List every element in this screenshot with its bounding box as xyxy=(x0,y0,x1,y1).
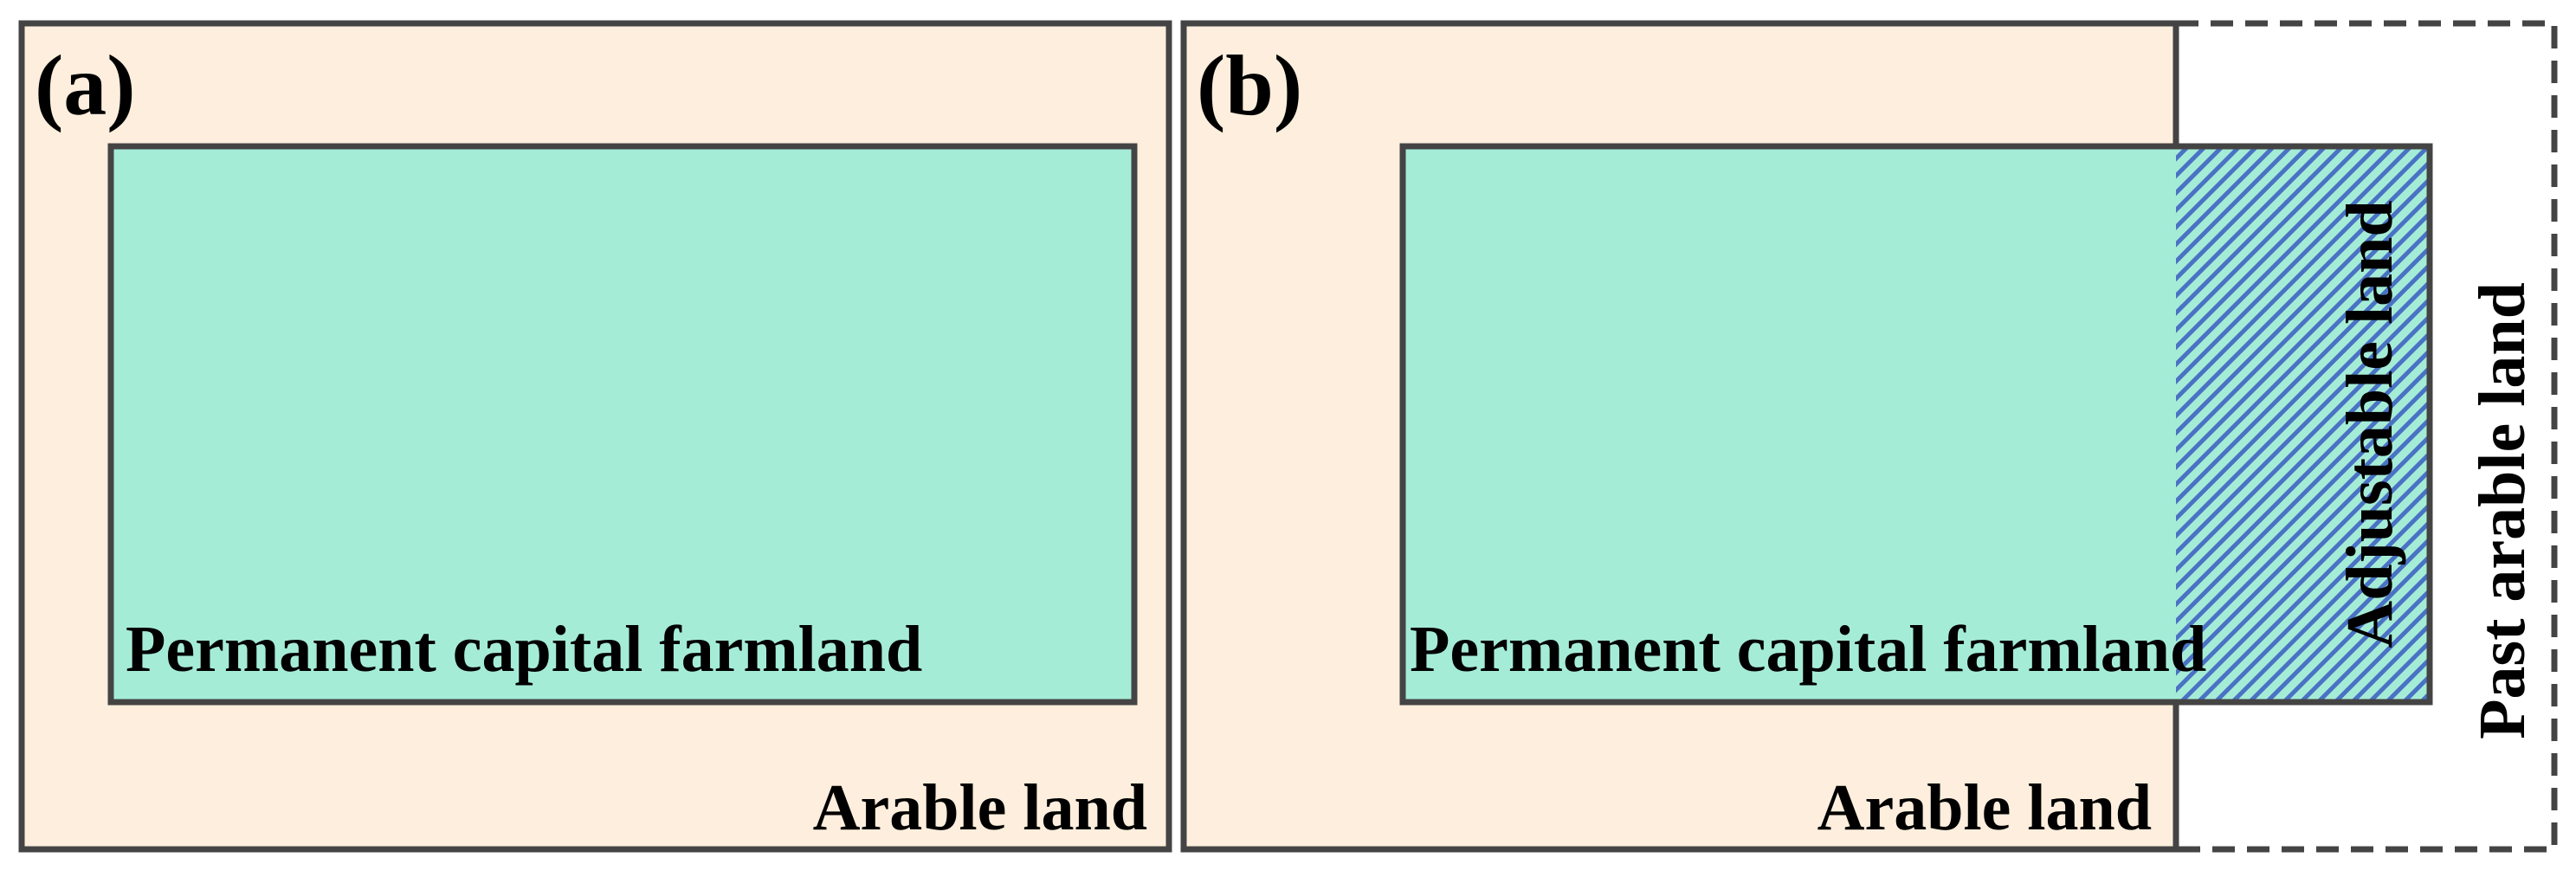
panel-b-farmland-region xyxy=(1403,146,2176,702)
panel-b: (b) Permanent capital farmland Arable la… xyxy=(1180,20,2558,853)
panel-b-farmland-outline xyxy=(1399,143,2433,706)
panel-a-arable-land-label: Arable land xyxy=(813,771,1147,844)
panel-a-label: (a) xyxy=(35,37,136,133)
panel-b-adjustable-land-region xyxy=(2176,146,2430,702)
panel-b-past-arable-land-label: Past arable land xyxy=(2466,282,2539,739)
panel-b-label: (b) xyxy=(1197,37,1302,133)
panel-a-farmland-label: Permanent capital farmland xyxy=(126,613,922,686)
panel-b-adjustable-land-label: Adjustable land xyxy=(2334,200,2406,648)
panel-b-arable-land-label: Arable land xyxy=(1817,771,2152,844)
panel-b-farmland-label: Permanent capital farmland xyxy=(1410,613,2206,686)
panel-a: (a) Permanent capital farmland Arable la… xyxy=(18,20,1172,853)
panel-a-farmland-region xyxy=(107,143,1138,706)
